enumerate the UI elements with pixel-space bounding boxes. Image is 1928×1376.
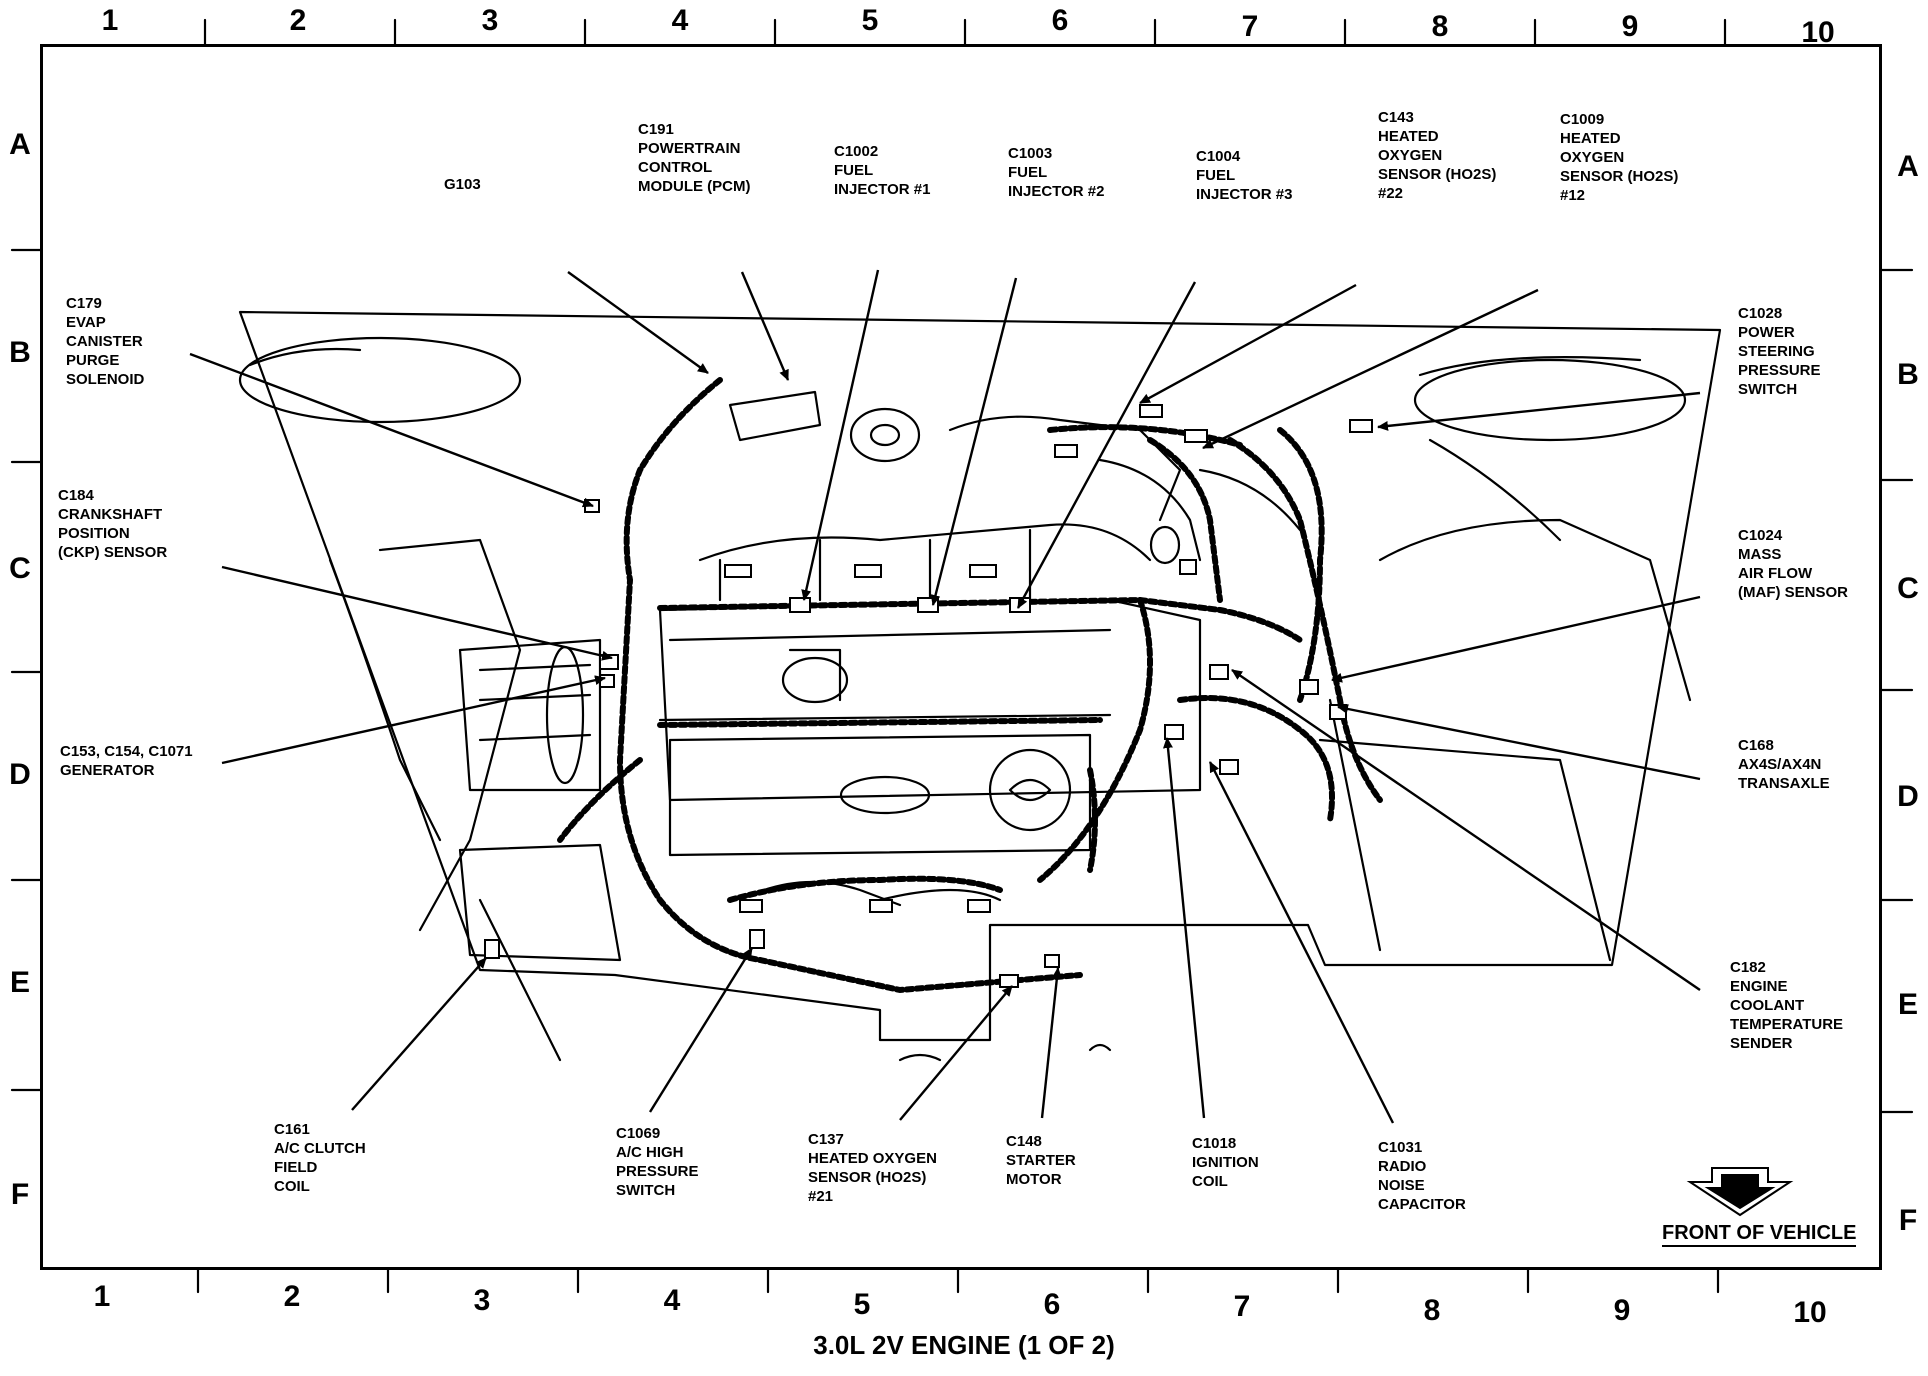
grid-row-left-c: C [9,552,31,585]
grid-col-bottom-8: 8 [1423,1294,1441,1327]
grid-col-top-9: 9 [1621,10,1639,43]
grid-row-left-d: D [9,758,31,791]
diagram-title: 3.0L 2V ENGINE (1 OF 2) [813,1330,1115,1360]
grid-col-bottom-2: 2 [283,1280,301,1313]
grid-col-bottom-7: 7 [1233,1290,1251,1323]
grid-col-bottom-10: 10 [1793,1296,1827,1329]
grid-col-top-4: 4 [671,4,689,37]
grid-row-right-d: D [1897,780,1919,813]
grid-col-top-5: 5 [861,4,879,37]
front-of-vehicle-label: FRONT OF VEHICLE [1662,1222,1857,1247]
grid-col-bottom-5: 5 [853,1288,871,1321]
grid-col-bottom-4: 4 [663,1284,681,1317]
grid-row-right-c: C [1897,572,1919,605]
grid-col-top-1: 1 [101,4,119,37]
grid-col-bottom-1: 1 [93,1280,111,1313]
grid-row-right-b: B [1897,358,1919,391]
grid-row-left-f: F [10,1178,30,1211]
grid-col-bottom-9: 9 [1613,1294,1631,1327]
grid-col-top-10: 10 [1801,16,1835,49]
grid-row-right-e: E [1897,988,1918,1021]
label-g103: G103 [444,176,481,193]
front-arrow-icon [1686,1167,1794,1217]
grid-row-left-b: B [9,336,31,369]
grid-row-right-f: F [1898,1204,1918,1237]
grid-ticks [10,18,1914,1294]
grid-col-bottom-6: 6 [1043,1288,1061,1321]
grid-col-top-6: 6 [1051,4,1069,37]
grid-col-top-2: 2 [289,4,307,37]
grid-row-right-a: A [1897,150,1919,183]
diagram-border [40,44,1882,1270]
grid-row-left-a: A [9,128,31,161]
grid-col-top-3: 3 [481,4,499,37]
grid-col-top-7: 7 [1241,10,1259,43]
grid-col-bottom-3: 3 [473,1284,491,1317]
grid-col-top-8: 8 [1431,10,1449,43]
grid-row-left-e: E [9,966,30,999]
leader-lines [189,269,1701,1124]
